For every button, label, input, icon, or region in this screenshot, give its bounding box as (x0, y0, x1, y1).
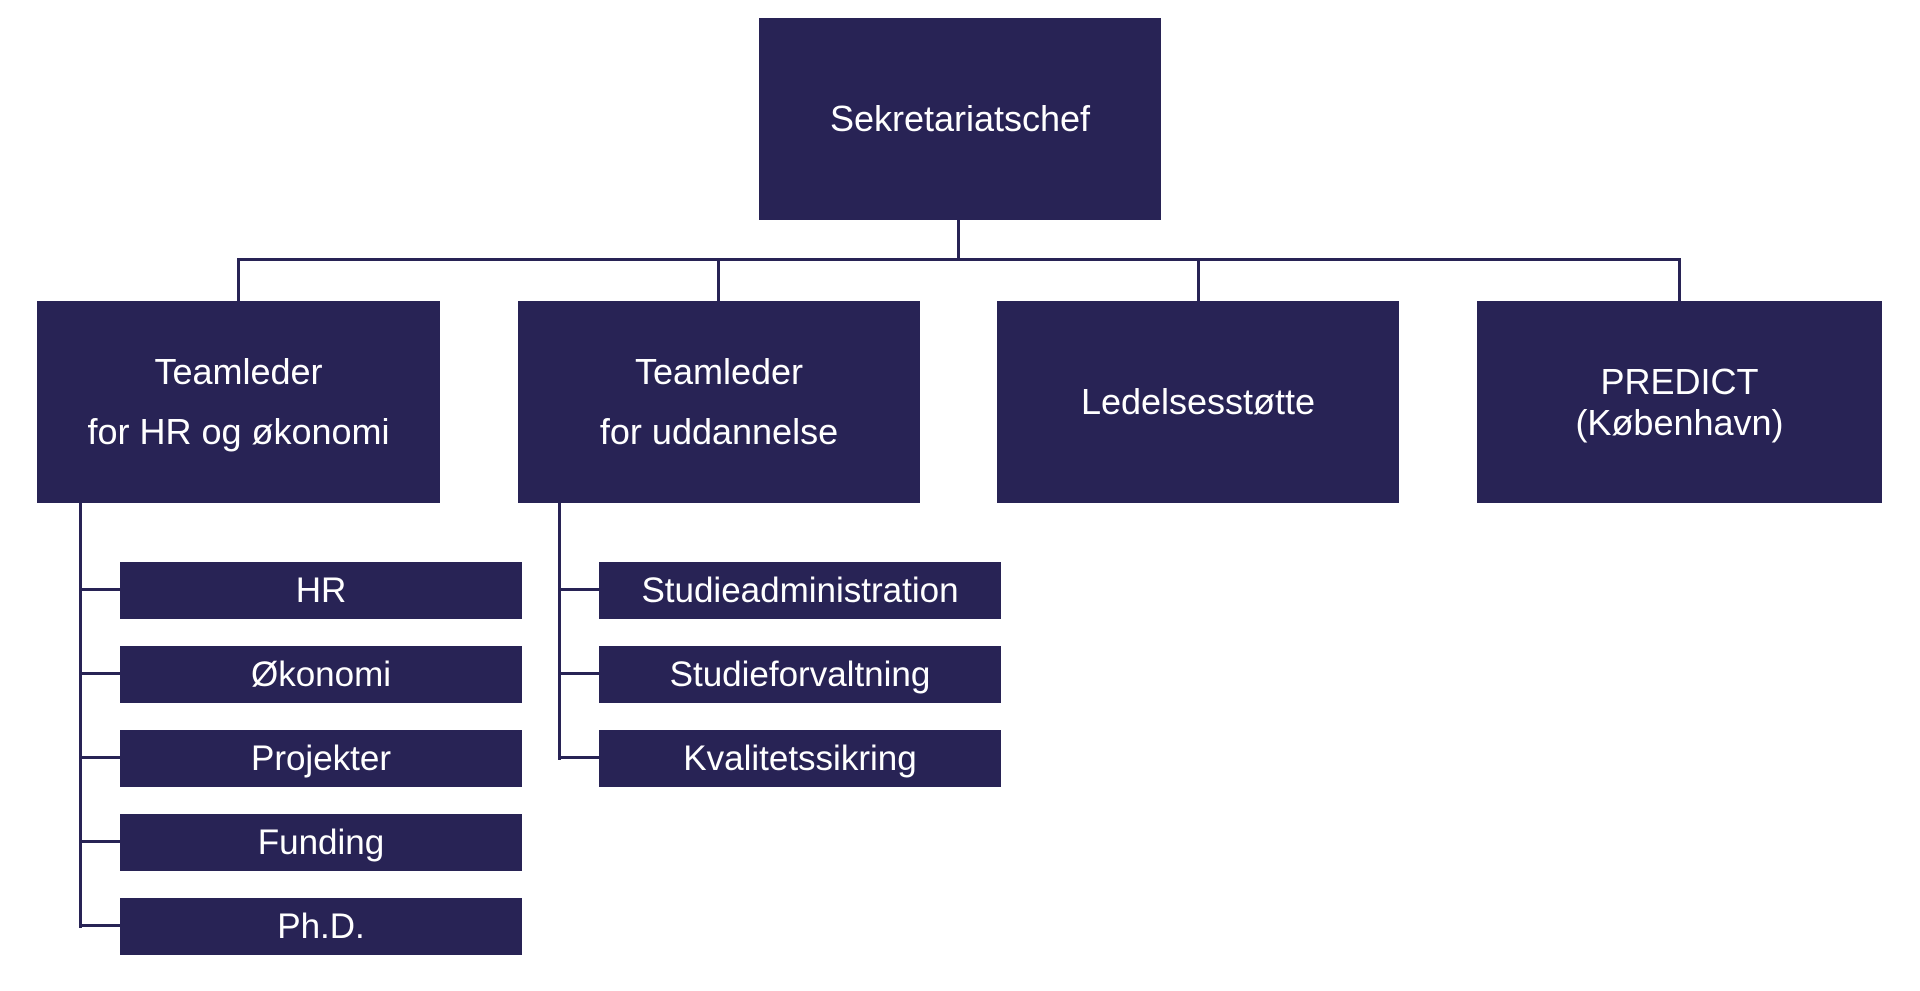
node-sekretariatschef: Sekretariatschef (759, 18, 1161, 220)
connector-horizontal-rail (237, 258, 1681, 261)
node-funding: Funding (120, 814, 522, 871)
node-phd: Ph.D. (120, 898, 522, 955)
node-label: (København) (1575, 402, 1784, 443)
node-label: Økonomi (250, 654, 392, 694)
node-label: for HR og økonomi (87, 411, 390, 452)
node-label: Teamleder (634, 351, 804, 392)
connector-uddannelse-trunk (558, 502, 561, 760)
node-teamleder-uddannelse: Teamleder for uddannelse (518, 301, 920, 503)
connector-branch-stub-predict (1678, 258, 1681, 304)
node-label: Ledelsesstøtte (1080, 381, 1316, 422)
connector-hr-trunk (79, 502, 82, 928)
node-okonomi: Økonomi (120, 646, 522, 703)
connector-hr-stub-4 (79, 840, 121, 843)
connector-hr-stub-3 (79, 756, 121, 759)
node-label: Studieadministration (641, 570, 959, 610)
node-predict: PREDICT (København) (1477, 301, 1882, 503)
connector-uddannelse-stub-2 (558, 672, 600, 675)
node-label: Sekretariatschef (829, 98, 1091, 139)
node-kvalitetssikring: Kvalitetssikring (599, 730, 1001, 787)
node-teamleder-hr: Teamleder for HR og økonomi (37, 301, 440, 503)
connector-uddannelse-stub-1 (558, 588, 600, 591)
node-ledelsesstotte: Ledelsesstøtte (997, 301, 1399, 503)
node-projekter: Projekter (120, 730, 522, 787)
connector-branch-stub-uddannelse (717, 258, 720, 304)
node-label: Projekter (250, 738, 392, 778)
node-studieforvaltning: Studieforvaltning (599, 646, 1001, 703)
node-label: PREDICT (1600, 361, 1759, 402)
node-label: Funding (257, 822, 385, 862)
node-hr: HR (120, 562, 522, 619)
connector-uddannelse-stub-3 (558, 756, 600, 759)
node-studieadministration: Studieadministration (599, 562, 1001, 619)
node-label: Teamleder (154, 351, 323, 392)
connector-hr-stub-1 (79, 588, 121, 591)
connector-branch-stub-ledelsesstotte (1197, 258, 1200, 304)
connector-root-stem (957, 220, 960, 261)
connector-branch-stub-hr (237, 258, 240, 304)
node-label: Ph.D. (277, 906, 365, 946)
node-label: for uddannelse (599, 411, 839, 452)
connector-hr-stub-2 (79, 672, 121, 675)
connector-hr-stub-5 (79, 924, 121, 927)
node-label: Studieforvaltning (669, 654, 931, 694)
node-label: Kvalitetssikring (683, 738, 917, 778)
node-label: HR (295, 570, 347, 610)
